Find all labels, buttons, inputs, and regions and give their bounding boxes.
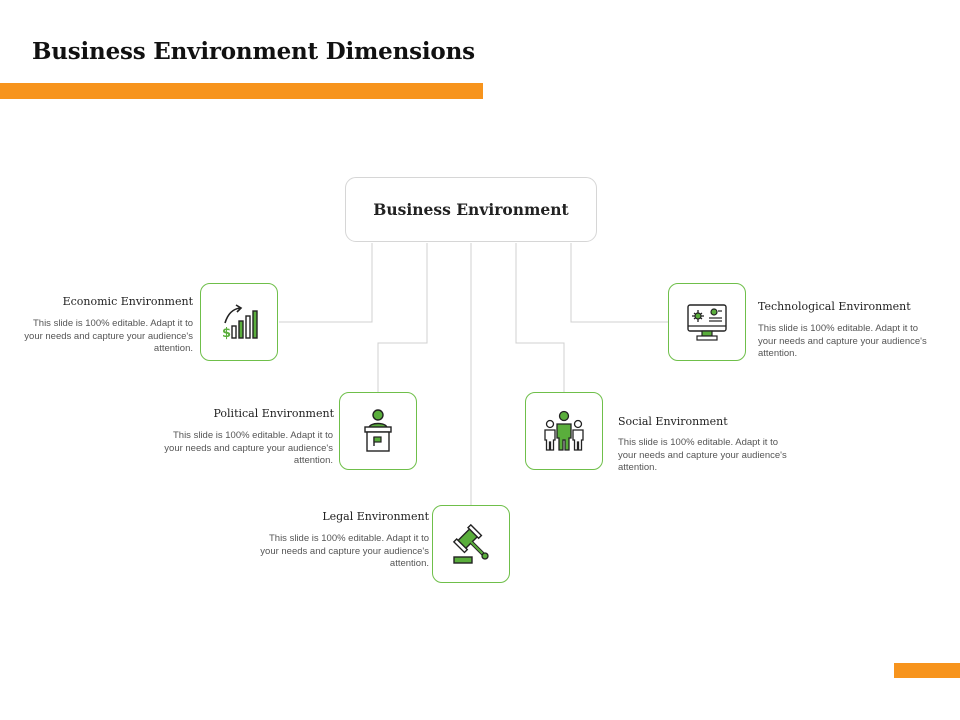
node-political-label: Political Environment [213, 407, 334, 420]
node-political [339, 392, 417, 470]
connector-social [515, 243, 565, 392]
node-social-desc: This slide is 100% editable. Adapt it to… [618, 437, 787, 473]
node-social-label: Social Environment [618, 415, 728, 428]
node-economic-desc: This slide is 100% editable. Adapt it to… [24, 318, 193, 354]
node-legal [432, 505, 510, 583]
gavel-icon [452, 523, 489, 564]
center-node-label: Business Environment [373, 200, 569, 219]
svg-text:$: $ [222, 326, 231, 341]
growth-chart-icon: $ [222, 304, 258, 341]
corner-accent-bar [894, 663, 960, 678]
monitor-tech-icon [687, 304, 727, 341]
node-economic-label: Economic Environment [62, 295, 193, 308]
connector-political [377, 243, 428, 392]
connector-economic [279, 243, 373, 323]
people-group-icon [544, 410, 584, 451]
node-technological-label: Technological Environment [758, 300, 911, 313]
node-technological-desc: This slide is 100% editable. Adapt it to… [758, 323, 927, 359]
node-economic: $ [200, 283, 278, 361]
node-legal-label: Legal Environment [322, 510, 429, 523]
center-node-business-environment: Business Environment [345, 177, 597, 242]
node-legal-desc: This slide is 100% editable. Adapt it to… [260, 533, 429, 569]
node-political-desc: This slide is 100% editable. Adapt it to… [164, 430, 333, 466]
node-social [525, 392, 603, 470]
podium-speaker-icon [364, 409, 392, 452]
slide-title: Business Environment Dimensions [32, 38, 475, 65]
connector-technological [570, 243, 668, 323]
title-underline-bar [0, 83, 483, 99]
node-technological [668, 283, 746, 361]
